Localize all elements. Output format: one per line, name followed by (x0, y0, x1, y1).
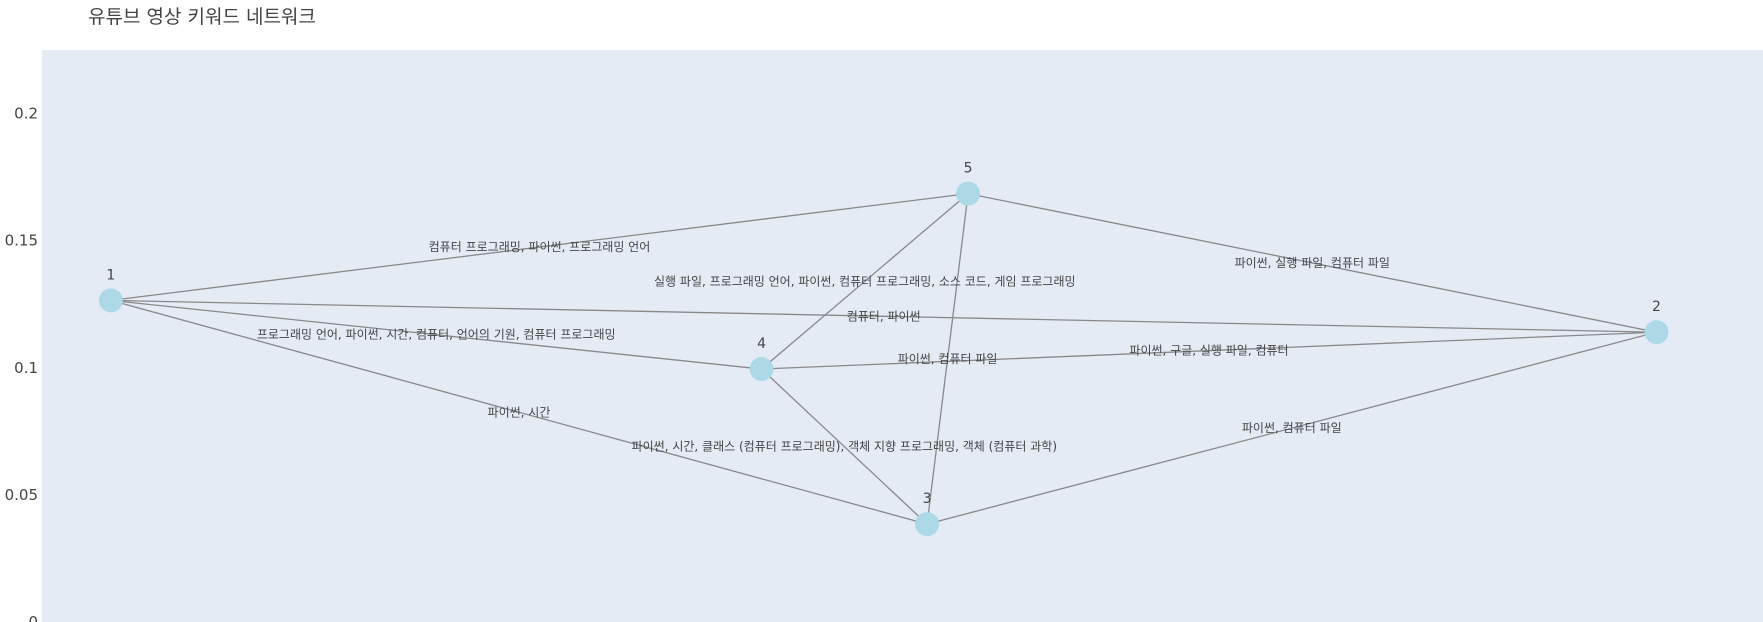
y-tick-label: 0.05 (5, 486, 38, 504)
edge-label-5-2: 파이썬, 실행 파일, 컴퓨터 파일 (1235, 255, 1390, 270)
edge-line-4-2 (761, 331, 1657, 370)
node-label-4: 4 (757, 336, 766, 352)
y-tick-label: 0.1 (14, 359, 38, 377)
nodes-layer: 1 2 3 4 5 (98, 161, 1669, 537)
node-3[interactable] (915, 512, 940, 537)
edge-label-4-3: 파이썬, 시간, 클래스 (컴퓨터 프로그래밍), 객체 지향 프로그래밍, 객… (632, 440, 1057, 454)
node-5[interactable] (956, 181, 981, 206)
y-axis-ticks: 0 0.05 0.1 0.15 0.2 (5, 105, 38, 622)
edge-line-4-3 (761, 368, 928, 525)
y-tick-label: 0 (28, 613, 38, 622)
edge-label-4-2: 파이썬, 구글, 실행 파일, 컴퓨터 (1129, 343, 1288, 358)
edges-layer (110, 192, 1657, 525)
edge-line-1-5 (110, 192, 969, 302)
edge-line-1-3 (110, 299, 928, 525)
edge-line-5-4 (761, 193, 969, 370)
node-2[interactable] (1644, 320, 1669, 345)
node-label-5: 5 (964, 161, 973, 177)
edge-label-1-2: 컴퓨터, 파이썬 (847, 309, 921, 323)
edge-line-3-2 (926, 331, 1657, 525)
edge-label-3-2: 파이썬, 컴퓨터 파일 (1242, 421, 1342, 435)
plot-area (42, 50, 1763, 622)
node-label-2: 2 (1652, 299, 1661, 315)
edge-line-5-3 (926, 193, 969, 525)
node-4[interactable] (749, 357, 774, 382)
y-tick-label: 0.15 (5, 232, 38, 250)
chart-title: 유튜브 영상 키워드 네트워크 (88, 6, 316, 28)
edge-label-1-4: 프로그래밍 언어, 파이썬, 시간, 컴퓨터, 언어의 기원, 컴퓨터 프로그래… (257, 328, 616, 342)
node-label-1: 1 (106, 267, 115, 283)
edge-label-5-3: 파이썬, 컴퓨터 파일 (898, 352, 998, 366)
node-label-3: 3 (923, 491, 932, 507)
edge-line-5-2 (967, 192, 1657, 333)
edge-label-1-5: 컴퓨터 프로그래밍, 파이썬, 프로그래밍 언어 (429, 240, 651, 254)
edge-label-5-4: 실행 파일, 프로그래밍 언어, 파이썬, 컴퓨터 프로그래밍, 소스 코드, … (654, 273, 1076, 288)
edge-line-1-2 (110, 299, 1657, 333)
edge-line-1-4 (110, 299, 762, 370)
y-tick-label: 0.2 (14, 105, 38, 123)
node-1[interactable] (98, 288, 123, 313)
edge-label-1-3: 파이썬, 시간 (488, 405, 551, 419)
